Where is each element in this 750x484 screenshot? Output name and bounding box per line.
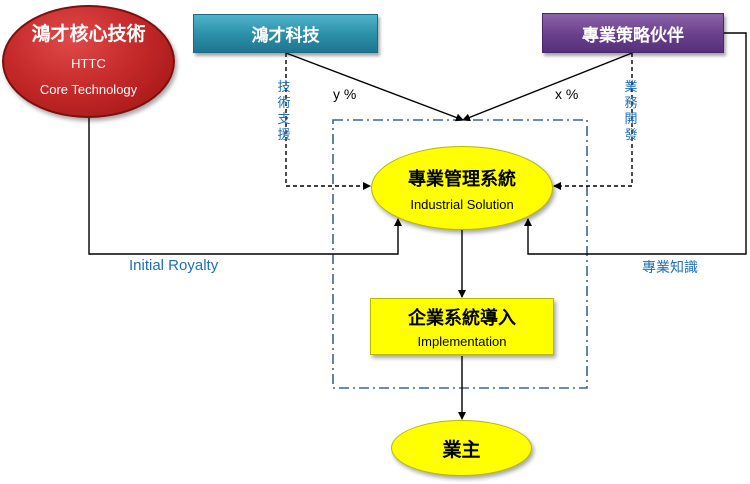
core-technology-node: 鴻才核心技術 HTTC Core Technology: [2, 5, 175, 118]
arrow-partner-to-system: [462, 52, 633, 122]
tech-support-char: 術: [277, 96, 291, 111]
implementation-node: 企業系統導入 Implementation: [370, 298, 554, 355]
arrow-initial-royalty: [88, 118, 402, 255]
owner-title: 業主: [442, 438, 481, 461]
tech-support-label: 技 術 支 援: [276, 80, 292, 144]
core-sub-english: Core Technology: [39, 82, 138, 97]
tech-support-char: 援: [277, 128, 291, 143]
tech-support-char: 支: [277, 112, 291, 127]
arrow-biz-dev: [553, 53, 633, 190]
x-percent-label: x %: [555, 86, 579, 102]
domain-knowledge-label: 專業知識: [642, 260, 698, 276]
industrial-sub: Industrial Solution: [410, 196, 514, 212]
y-percent-label: y %: [333, 86, 357, 102]
core-sub-httc: HTTC: [71, 56, 106, 71]
industrial-title: 專業管理系統: [408, 168, 516, 190]
tech-support-char: 技: [277, 80, 291, 95]
arrow-hongcai-to-system: [285, 52, 464, 122]
implementation-title: 企業系統導入: [408, 308, 516, 329]
biz-dev-char: 業: [624, 80, 638, 95]
biz-dev-char: 開: [624, 112, 638, 127]
implementation-sub: Implementation: [417, 334, 507, 349]
arrow-tech-support: [285, 53, 371, 190]
industrial-solution-node: 專業管理系統 Industrial Solution: [371, 146, 553, 230]
biz-dev-char: 務: [624, 96, 638, 111]
arrow-domain-knowledge: [524, 32, 747, 255]
biz-dev-char: 發: [624, 128, 638, 143]
biz-dev-label: 業 務 開 發: [623, 80, 639, 144]
partner-title: 專業策略伙伴: [582, 25, 684, 46]
initial-royalty-label: Initial Royalty: [129, 257, 219, 274]
hongcai-title: 鴻才科技: [251, 26, 320, 46]
owner-node: 業主: [391, 420, 532, 476]
core-title: 鴻才核心技術: [31, 23, 146, 45]
hongcai-tech-node: 鴻才科技: [193, 14, 378, 53]
strategic-partner-node: 專業策略伙伴: [542, 13, 724, 53]
